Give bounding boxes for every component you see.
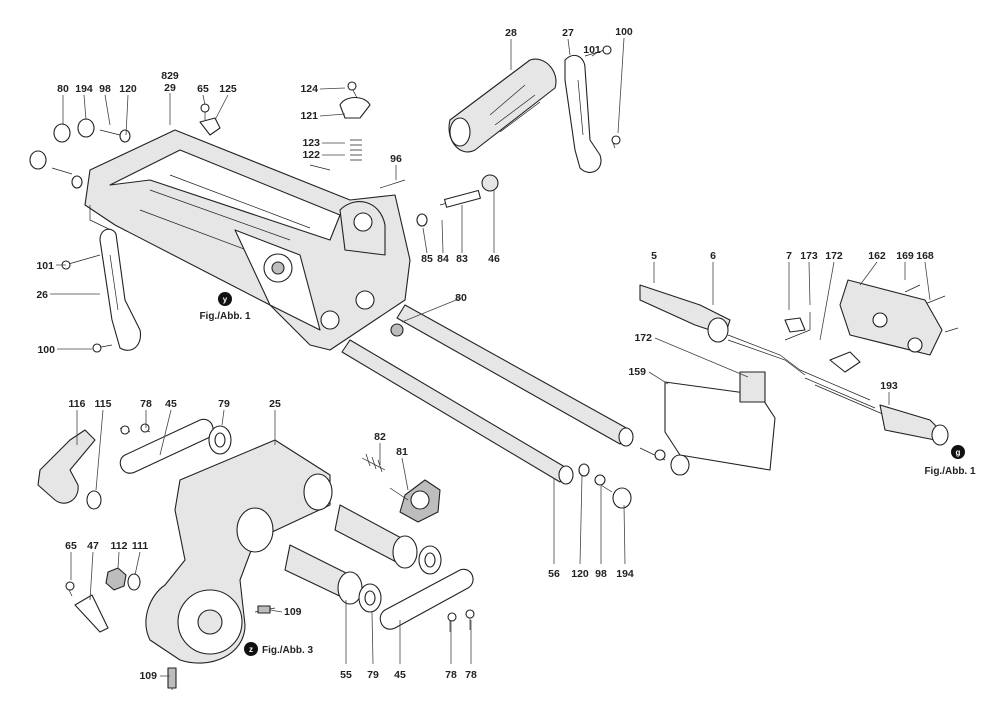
label-78-bottom-b: 78 (465, 669, 477, 681)
callout-z-text: Fig./Abb. 3 (262, 645, 314, 656)
knob-part (361, 453, 441, 523)
bracket-26-part (99, 228, 142, 351)
plate-45-bottom-part (379, 568, 474, 630)
rods-part (341, 304, 634, 485)
label-28: 28 (505, 27, 517, 39)
leader-lines (50, 37, 931, 677)
label-125: 125 (219, 83, 237, 95)
label-101: 101 (583, 44, 601, 56)
callout-y-text: Fig./Abb. 1 (199, 311, 251, 322)
label-85: 85 (421, 253, 433, 265)
figure-callout-y: y Fig./Abb. 1 (199, 292, 251, 322)
electrical-part (639, 279, 949, 471)
parts-artwork (29, 45, 959, 691)
badge-y: y (223, 295, 228, 304)
label-120-bottom: 120 (571, 568, 589, 580)
figure-callout-z: z Fig./Abb. 3 (244, 642, 314, 656)
label-80: 80 (57, 83, 69, 95)
cap-80-part (53, 123, 71, 143)
label-109-bottom: 109 (139, 670, 157, 682)
label-98: 98 (99, 83, 111, 95)
label-169: 169 (896, 250, 914, 262)
label-65-bottom: 65 (65, 540, 77, 552)
figure-callout-g: g Fig./Abb. 1 (924, 445, 976, 477)
label-27: 27 (562, 27, 574, 39)
part-labels: 28 27 101 100 80 194 98 120 829 29 65 12… (36, 26, 934, 682)
label-159: 159 (628, 366, 646, 378)
label-55: 55 (340, 669, 352, 681)
label-81: 81 (396, 446, 408, 458)
label-96: 96 (390, 153, 402, 165)
label-79-bottom: 79 (367, 669, 379, 681)
label-25: 25 (269, 398, 281, 410)
label-100-left: 100 (37, 344, 55, 356)
label-7: 7 (786, 250, 792, 262)
label-112: 112 (111, 540, 128, 552)
label-78-top: 78 (140, 398, 152, 410)
cylinders-part (284, 504, 418, 605)
label-172-top: 172 (825, 250, 843, 262)
label-6: 6 (710, 250, 716, 262)
label-45-bottom: 45 (394, 669, 406, 681)
label-115: 115 (95, 398, 112, 410)
label-162: 162 (868, 250, 886, 262)
screws-part (51, 45, 959, 691)
label-120: 120 (119, 83, 137, 95)
label-29: 29 (164, 82, 176, 94)
label-194: 194 (75, 83, 93, 95)
handle-part (448, 58, 557, 153)
label-84: 84 (437, 253, 449, 265)
label-47: 47 (87, 540, 99, 552)
label-56: 56 (548, 568, 560, 580)
pin-47-part (74, 594, 109, 633)
label-100: 100 (615, 26, 633, 38)
bracket-27-part (564, 54, 602, 173)
label-79-top: 79 (218, 398, 230, 410)
label-109-right: 109 (284, 606, 302, 618)
label-121: 121 (300, 110, 318, 122)
label-122: 122 (302, 149, 320, 161)
casting-25-part (145, 439, 333, 664)
label-46: 46 (488, 253, 500, 265)
housing-part (84, 129, 411, 351)
cap-194-part (670, 454, 690, 476)
label-80-mid: 80 (455, 292, 467, 304)
label-82: 82 (374, 431, 386, 443)
label-65: 65 (197, 83, 209, 95)
label-98-bottom: 98 (595, 568, 607, 580)
label-101-left: 101 (36, 260, 54, 272)
cap-194c-part (77, 118, 95, 138)
callout-g-text: Fig./Abb. 1 (924, 466, 976, 477)
label-124: 124 (300, 83, 318, 95)
label-829: 829 (161, 70, 179, 82)
label-194-bottom: 194 (616, 568, 634, 580)
badge-z: z (249, 645, 253, 654)
label-5: 5 (651, 250, 657, 262)
label-173: 173 (800, 250, 818, 262)
lever-116-part (37, 429, 96, 504)
label-83: 83 (456, 253, 468, 265)
label-45-top: 45 (165, 398, 177, 410)
label-123: 123 (302, 137, 320, 149)
label-193: 193 (880, 380, 898, 392)
label-168: 168 (916, 250, 934, 262)
label-111: 111 (132, 540, 149, 552)
label-116: 116 (69, 398, 86, 410)
washers-part (71, 129, 590, 613)
label-78-bottom-a: 78 (445, 669, 457, 681)
plate-45-top-part (119, 418, 214, 474)
cap-194b-part (612, 487, 632, 509)
cap-80b-part (29, 150, 47, 170)
label-172-left: 172 (634, 332, 652, 344)
label-26: 26 (36, 289, 48, 301)
nut-112-part (105, 567, 127, 591)
badge-g: g (956, 448, 961, 457)
